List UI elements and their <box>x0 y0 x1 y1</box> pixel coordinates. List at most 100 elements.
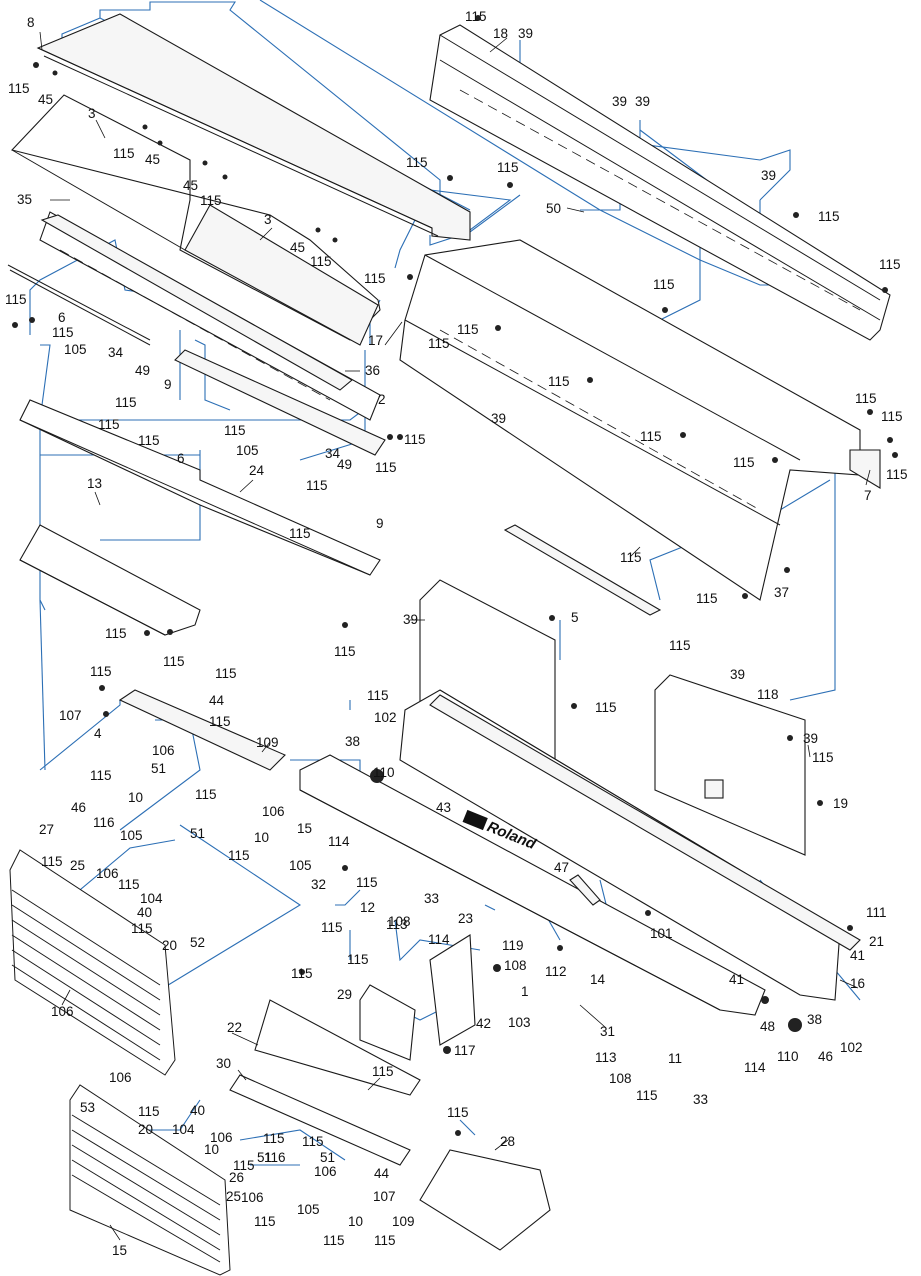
callout: 115 <box>465 9 487 24</box>
callout: 108 <box>504 958 527 973</box>
callout: 115 <box>52 325 74 340</box>
callout: 40 <box>137 905 152 920</box>
callout: 40 <box>190 1103 205 1118</box>
callout: 115 <box>548 374 570 389</box>
callout: 25 <box>70 858 85 873</box>
callout: 50 <box>546 201 561 216</box>
callout: 115 <box>310 254 332 269</box>
callout: 102 <box>374 710 397 725</box>
callout: 26 <box>229 1170 244 1185</box>
callout: 35 <box>17 192 32 207</box>
callout: 115 <box>98 417 120 432</box>
callout: 29 <box>337 987 352 1002</box>
part-3-upper-panel <box>10 94 381 346</box>
part-28-pedal-base <box>419 1149 551 1251</box>
callout-labels: 8 115 45 3 115 45 45 115 115 115 35 3 45… <box>5 9 908 1258</box>
callout: 51 <box>151 761 166 776</box>
callout: 114 <box>428 932 450 947</box>
callout: 103 <box>508 1015 531 1030</box>
callout: 46 <box>818 1049 833 1064</box>
callout: 115 <box>233 1158 255 1173</box>
callout: 4 <box>94 726 102 741</box>
callout: 115 <box>812 750 834 765</box>
callout: 13 <box>87 476 102 491</box>
callout: 18 <box>493 26 508 41</box>
callout: 115 <box>855 391 877 406</box>
callout: 2 <box>378 392 386 407</box>
callout: 51 <box>320 1150 335 1165</box>
part-2-rear-rail <box>174 349 386 456</box>
callout: 106 <box>241 1190 264 1205</box>
callout: 115 <box>367 688 389 703</box>
callout: 105 <box>64 342 87 357</box>
part-8-top-panel <box>36 13 471 241</box>
callout: 45 <box>290 240 305 255</box>
callout: 110 <box>777 1049 799 1064</box>
callout: 106 <box>152 743 175 758</box>
callout: 45 <box>183 178 198 193</box>
callout: 44 <box>374 1166 390 1181</box>
callout: 115 <box>131 921 153 936</box>
callout: 5 <box>571 610 579 625</box>
callout: 30 <box>216 1056 231 1071</box>
callout: 39 <box>803 731 818 746</box>
callout: 115 <box>113 146 135 161</box>
callout: 116 <box>93 815 115 830</box>
callout: 9 <box>164 377 172 392</box>
callout: 115 <box>640 429 662 444</box>
callout: 115 <box>138 1104 160 1119</box>
callout: 107 <box>373 1189 396 1204</box>
callout: 36 <box>365 363 380 378</box>
callout: 19 <box>833 796 848 811</box>
callout: 24 <box>249 463 265 478</box>
callout: 113 <box>386 917 408 932</box>
callout: 34 <box>325 446 341 461</box>
callout: 115 <box>818 209 840 224</box>
callout: 115 <box>669 638 691 653</box>
callout: 6 <box>58 310 66 325</box>
callout: 107 <box>59 708 82 723</box>
callout: 115 <box>323 1233 345 1248</box>
callout: 38 <box>807 1012 822 1027</box>
part-15-speaker-grille-upper <box>9 849 176 1076</box>
callout: 115 <box>263 1131 285 1146</box>
callout: 45 <box>145 152 160 167</box>
callout: 115 <box>8 81 30 96</box>
callout: 45 <box>38 92 53 107</box>
callout: 118 <box>757 687 779 702</box>
callout: 106 <box>314 1164 337 1179</box>
callout: 106 <box>262 804 285 819</box>
callout: 115 <box>115 395 137 410</box>
callout: 115 <box>636 1088 658 1103</box>
callout: 115 <box>428 336 450 351</box>
callout: 115 <box>138 433 160 448</box>
callout: 115 <box>347 952 369 967</box>
callout: 115 <box>302 1134 324 1149</box>
callout: 12 <box>360 900 375 915</box>
callout: 115 <box>733 455 755 470</box>
callout: 111 <box>866 905 887 920</box>
callout: 115 <box>406 155 428 170</box>
callout: 115 <box>254 1214 276 1229</box>
leader-lines <box>39 31 871 1241</box>
part-14-key-slip <box>299 754 766 1016</box>
callout: 115 <box>886 467 908 482</box>
callout: 41 <box>850 948 865 963</box>
callout: 41 <box>729 972 744 987</box>
callout: 115 <box>5 292 27 307</box>
callout: 17 <box>368 333 383 348</box>
callout: 15 <box>112 1243 127 1258</box>
callout: 39 <box>491 411 506 426</box>
callout: 102 <box>840 1040 863 1055</box>
callout: 115 <box>372 1064 394 1079</box>
callout: 21 <box>869 934 884 949</box>
callout: 10 <box>128 790 143 805</box>
callout: 115 <box>90 768 112 783</box>
screw-markers <box>12 15 898 1136</box>
callout: 115 <box>620 550 642 565</box>
callout: 115 <box>497 160 519 175</box>
callout: 9 <box>376 516 384 531</box>
callout: 33 <box>424 891 439 906</box>
callout: 34 <box>108 345 124 360</box>
callout: 105 <box>289 858 312 873</box>
